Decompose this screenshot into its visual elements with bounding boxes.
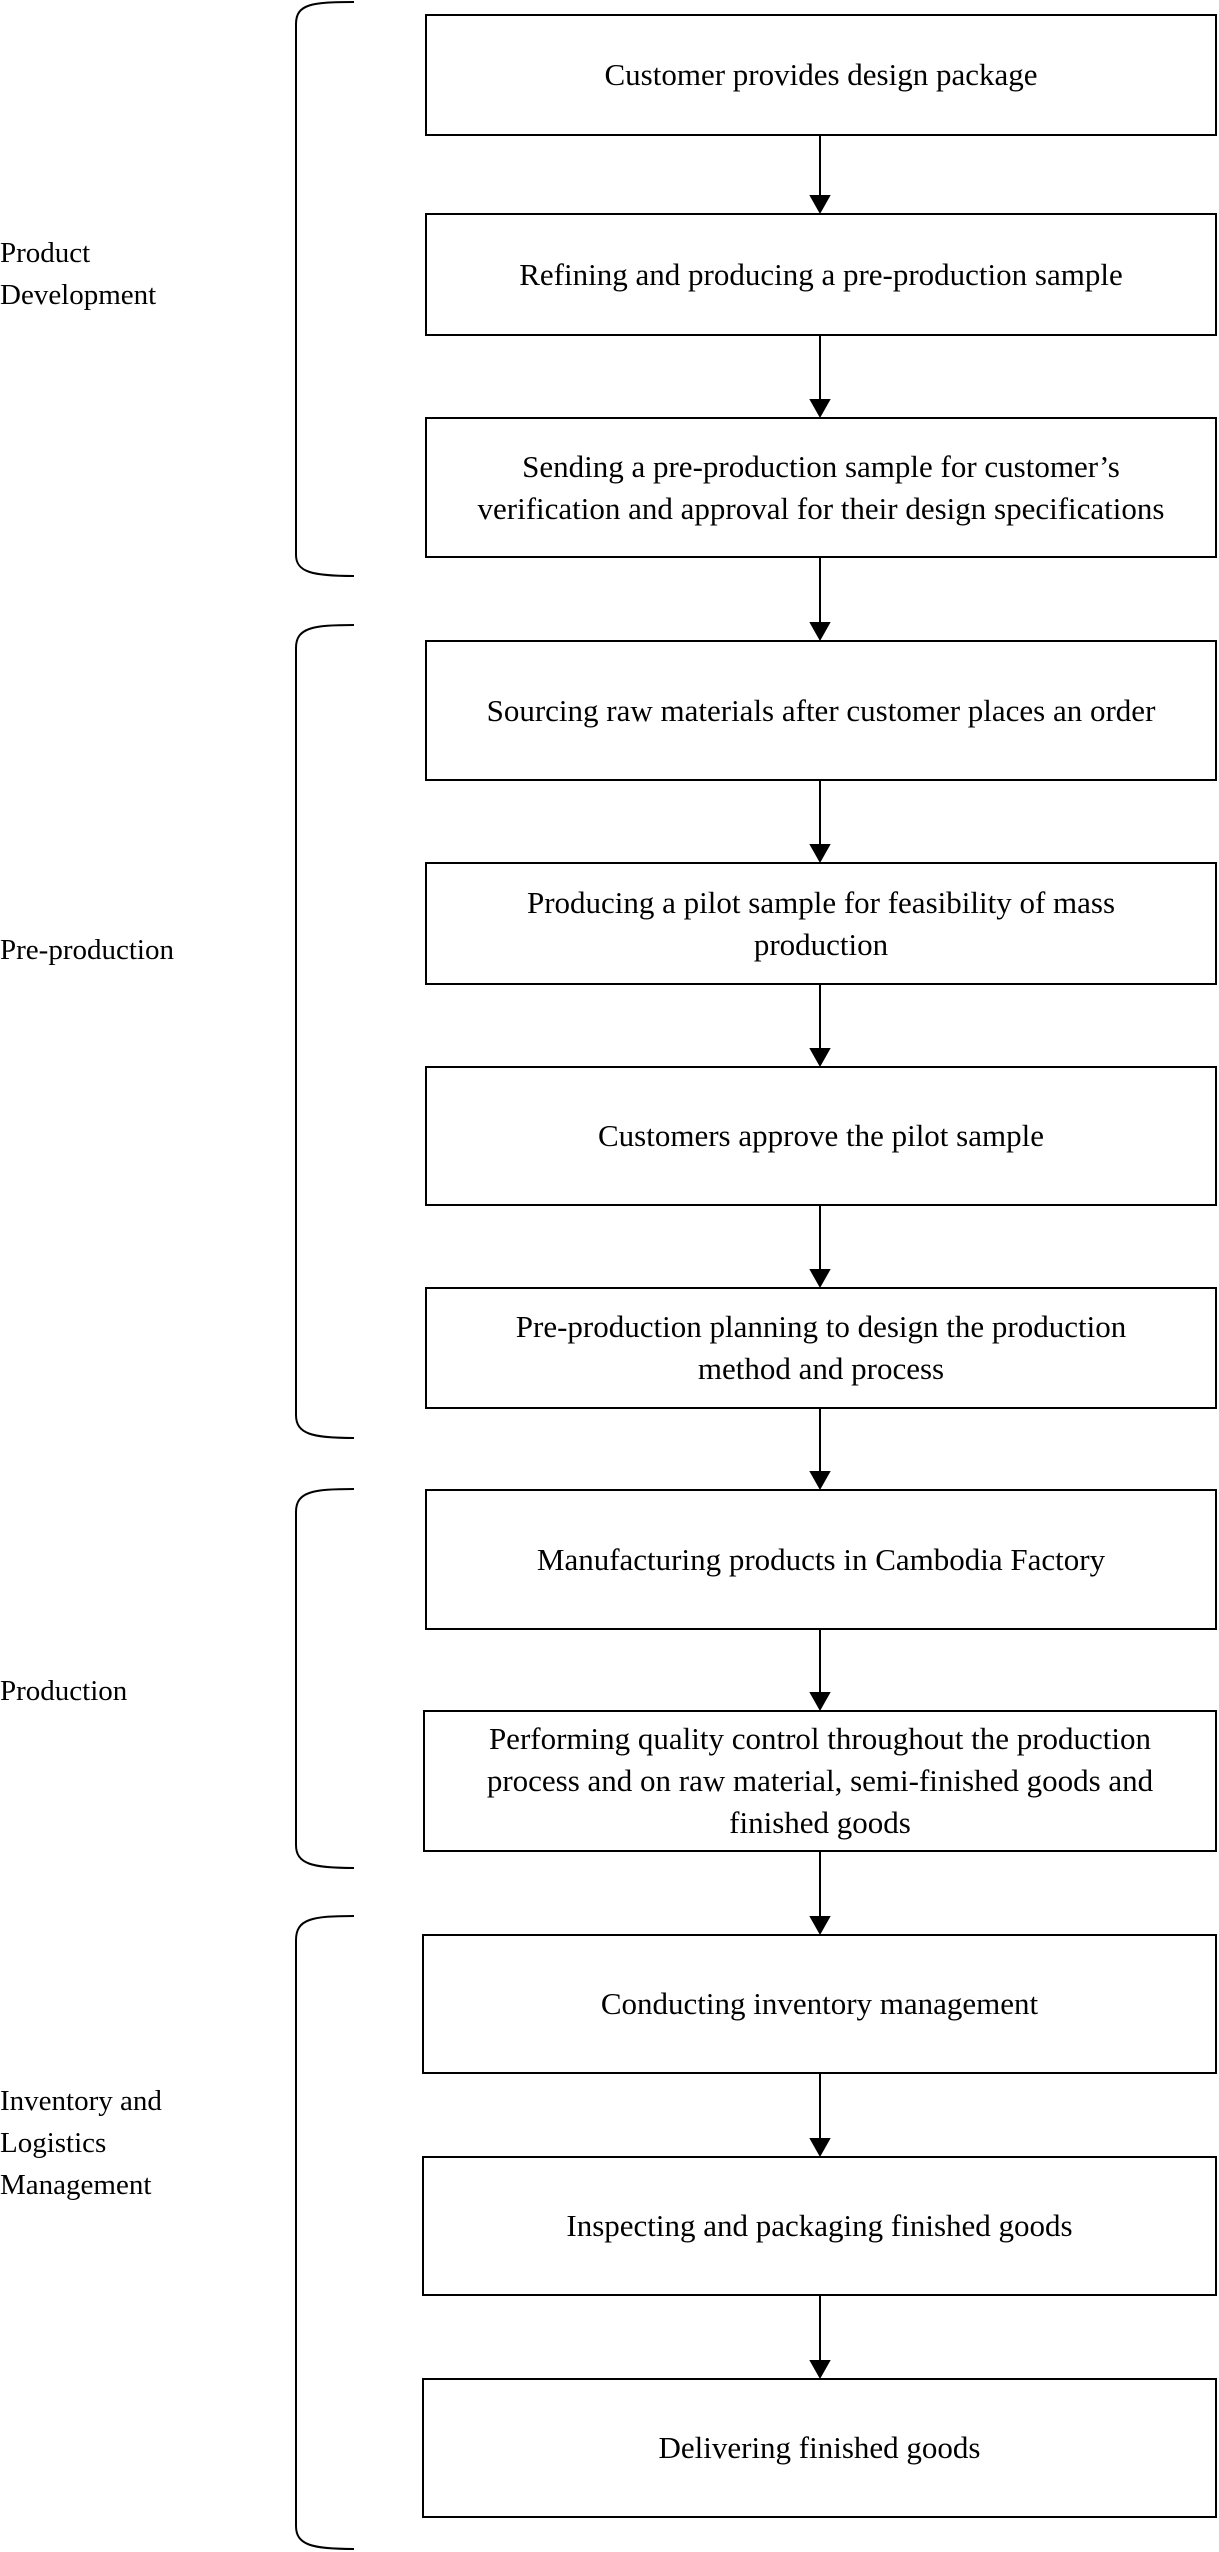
step-box-4: Sourcing raw materials after customer pl… <box>425 640 1217 781</box>
step-box-10: Conducting inventory management <box>422 1934 1217 2074</box>
arrowhead-4 <box>809 844 831 864</box>
step-box-3: Sending a pre-production sample for cust… <box>425 417 1217 558</box>
arrowhead-5 <box>809 1048 831 1068</box>
arrowhead-9 <box>809 1916 831 1936</box>
stage-bracket-product-development <box>295 1 355 577</box>
arrowhead-2 <box>809 399 831 419</box>
arrowhead-6 <box>809 1269 831 1289</box>
step-box-7: Pre-production planning to design the pr… <box>425 1287 1217 1409</box>
step-box-9: Performing quality control throughout th… <box>423 1710 1217 1852</box>
stage-bracket-inventory-logistics <box>295 1915 355 2550</box>
arrowhead-10 <box>809 2138 831 2158</box>
arrowhead-8 <box>809 1692 831 1712</box>
step-box-5: Producing a pilot sample for feasibility… <box>425 862 1217 985</box>
arrowhead-11 <box>809 2360 831 2380</box>
stage-label-product-development: Product Development <box>0 237 157 311</box>
step-box-1: Customer provides design package <box>425 14 1217 136</box>
stage-bracket-production <box>295 1488 355 1869</box>
stage-label-pre-production: Pre-production <box>0 934 174 966</box>
step-box-6: Customers approve the pilot sample <box>425 1066 1217 1206</box>
stage-label-production: Production <box>0 1675 128 1707</box>
step-box-8: Manufacturing products in Cambodia Facto… <box>425 1489 1217 1630</box>
stage-bracket-pre-production <box>295 624 355 1439</box>
arrowhead-7 <box>809 1471 831 1491</box>
step-box-11: Inspecting and packaging finished goods <box>422 2156 1217 2296</box>
stage-label-inventory-logistics: Inventory and Logistics Management <box>0 2085 162 2201</box>
arrowhead-3 <box>809 622 831 642</box>
step-box-12: Delivering finished goods <box>422 2378 1217 2518</box>
arrowhead-1 <box>809 195 831 215</box>
step-box-2: Refining and producing a pre-production … <box>425 213 1217 336</box>
